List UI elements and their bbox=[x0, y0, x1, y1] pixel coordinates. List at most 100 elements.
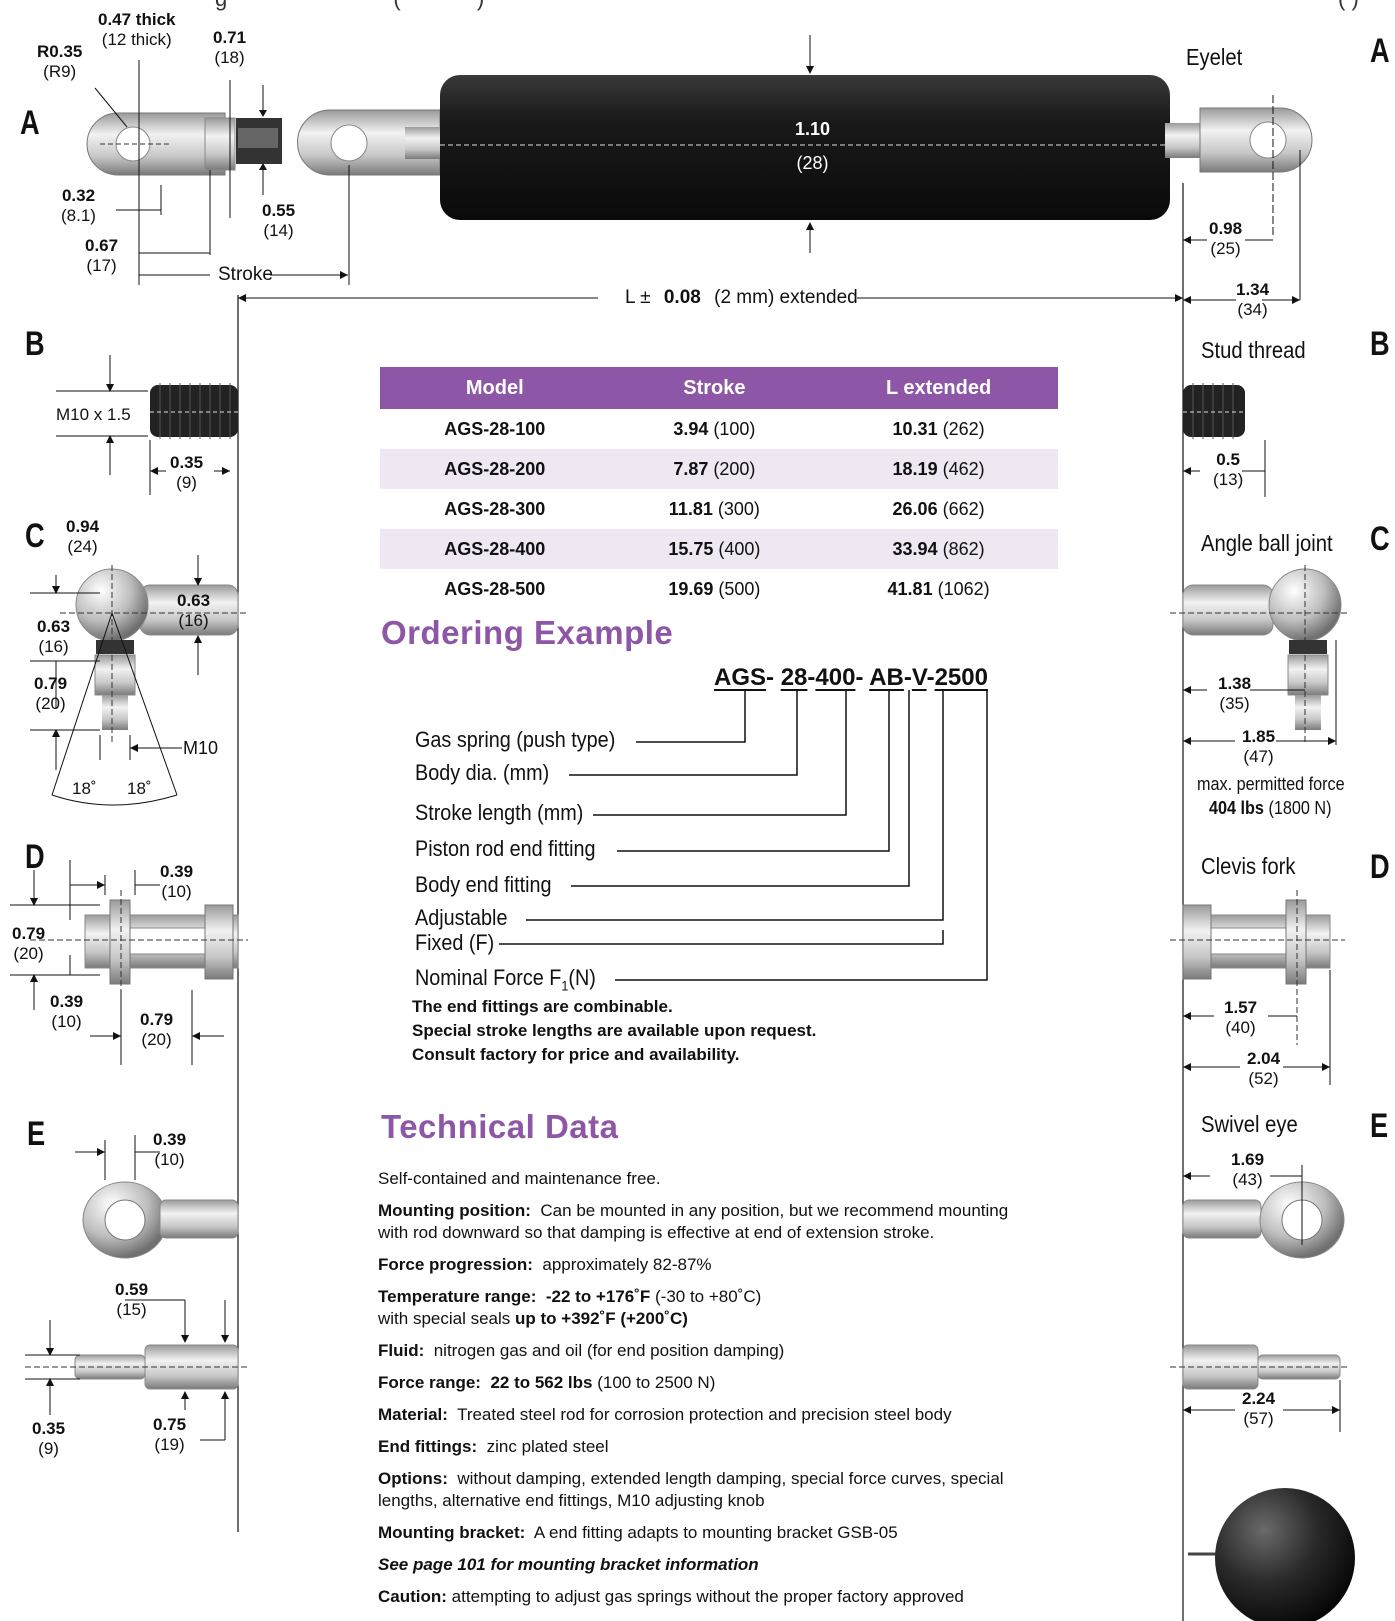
dim-e-035: 0.35(9) bbox=[32, 1419, 66, 1458]
cell-model: AGS-28-300 bbox=[444, 498, 546, 519]
section-letter-b-right: B bbox=[1370, 325, 1390, 363]
right-swivel-eye-drawing bbox=[1170, 1165, 1355, 1621]
cell-stroke: 7.87 (200) bbox=[609, 449, 820, 489]
code-segment: 28 bbox=[780, 664, 808, 691]
code-segment: V bbox=[911, 664, 927, 691]
dim-e-059: 0.59(15) bbox=[115, 1280, 149, 1319]
tech-fluid: Fluid: nitrogen gas and oil (for end pos… bbox=[378, 1341, 785, 1360]
ordering-example-heading: Ordering Example bbox=[381, 614, 674, 651]
max-force-label: max. permitted force bbox=[1197, 774, 1345, 794]
right-angle-ball-joint-drawing bbox=[1170, 565, 1350, 745]
note-line: Special stroke lengths are available upo… bbox=[412, 1021, 817, 1040]
tech-material: Material: Treated steel rod for corrosio… bbox=[378, 1405, 952, 1424]
dim-e-075: 0.75(19) bbox=[153, 1415, 187, 1454]
dim-c-079: 0.79(20) bbox=[34, 674, 68, 713]
ordering-notes: The end fittings are combinable. Special… bbox=[412, 995, 816, 1067]
cell-model: AGS-28-500 bbox=[444, 578, 546, 599]
dim-d-079-left: 0.79(20) bbox=[12, 924, 46, 963]
cell-l-extended: 18.19 (462) bbox=[819, 449, 1058, 489]
dim-067: 0.67(17) bbox=[85, 236, 119, 275]
header-cropped-text: g ( ) bbox=[215, 0, 484, 12]
order-label-adjustable: Adjustable bbox=[415, 905, 508, 930]
stroke-label: Stroke bbox=[218, 264, 273, 285]
dim-c-063-left: 0.63(16) bbox=[37, 617, 71, 656]
cell-l-extended: 33.94 (862) bbox=[819, 529, 1058, 569]
dim-b-035: 0.35(9) bbox=[170, 453, 204, 492]
left-swivel-eye-drawing bbox=[25, 1135, 248, 1441]
tech-force-progression: Force progression: approximately 82-87% bbox=[378, 1255, 712, 1274]
order-label-piston-rod-end: Piston rod end fitting bbox=[415, 836, 596, 861]
left-clevis-fork-drawing bbox=[10, 860, 248, 1065]
dim-e-169: 1.69(43) bbox=[1231, 1150, 1265, 1189]
cell-l-extended: 26.06 (662) bbox=[892, 498, 985, 519]
cell-stroke: 11.81 (300) bbox=[668, 498, 760, 519]
dim-071: 0.71(18) bbox=[213, 28, 247, 67]
section-letter-c-right: C bbox=[1370, 520, 1390, 558]
note-line: Consult factory for price and availabili… bbox=[412, 1045, 740, 1064]
gas-spring-body bbox=[238, 35, 1313, 304]
technical-data-body: Self-contained and maintenance free. Mou… bbox=[378, 1168, 1038, 1618]
tech-mounting-bracket: Mounting bracket: A end fitting adapts t… bbox=[378, 1523, 898, 1542]
table-row: AGS-28-400 15.75 (400) 33.94 (862) bbox=[380, 529, 1058, 569]
table-row: AGS-28-500 19.69 (500) 41.81 (1062) bbox=[380, 569, 1058, 609]
header-cropped-right: ( ) bbox=[1338, 0, 1359, 12]
dim-d-157: 1.57(40) bbox=[1224, 998, 1258, 1037]
order-label-stroke-length: Stroke length (mm) bbox=[415, 800, 584, 825]
dim-134: 1.34(34) bbox=[1236, 280, 1270, 319]
dim-d-079-bottom: 0.79(20) bbox=[140, 1010, 174, 1049]
thread-spec-label: M10 x 1.5 bbox=[56, 405, 131, 424]
dim-radius: R0.35(R9) bbox=[37, 42, 83, 81]
dim-c-185: 1.85(47) bbox=[1242, 727, 1276, 766]
section-letter-c-left: C bbox=[25, 517, 45, 555]
tech-see-page: See page 101 for mounting bracket inform… bbox=[378, 1555, 759, 1574]
cell-model: AGS-28-200 bbox=[380, 449, 610, 489]
dim-c-063-right: 0.63(16) bbox=[177, 591, 211, 630]
code-segment: 2500 bbox=[934, 664, 988, 691]
code-segment: AB bbox=[869, 664, 904, 691]
order-label-nominal-force: Nominal Force F1(N) bbox=[415, 965, 596, 994]
note-line: The end fittings are combinable. bbox=[412, 997, 673, 1016]
tech-end-fittings: End fittings: zinc plated steel bbox=[378, 1437, 609, 1456]
column-header-stroke: Stroke bbox=[609, 367, 820, 409]
cell-l-extended: 10.31 (262) bbox=[892, 418, 985, 439]
cell-stroke: 3.94 (100) bbox=[673, 418, 756, 439]
dim-032: 0.32(8.1) bbox=[61, 186, 96, 225]
ordering-code: AGS- 28-400- AB-V-2500 bbox=[714, 664, 988, 691]
header-fragment: ) bbox=[477, 0, 484, 11]
thread-m10-label: M10 bbox=[183, 738, 219, 758]
dim-055: 0.55(14) bbox=[262, 201, 296, 240]
dim-098: 0.98(25) bbox=[1209, 219, 1243, 258]
label-stud-thread: Stud thread bbox=[1201, 337, 1306, 363]
technical-data-heading: Technical Data bbox=[381, 1108, 619, 1145]
section-letter-e-left: E bbox=[27, 1115, 46, 1153]
code-segment: 400 bbox=[815, 664, 856, 691]
ordering-leader-lines bbox=[499, 690, 988, 981]
label-clevis-fork: Clevis fork bbox=[1201, 853, 1296, 879]
left-angle-ball-joint-drawing bbox=[30, 555, 248, 806]
cell-model: AGS-28-400 bbox=[380, 529, 610, 569]
section-letter-b-left: B bbox=[25, 325, 45, 363]
tech-force-range: Force range: 22 to 562 lbs (100 to 2500 … bbox=[378, 1373, 716, 1392]
dim-length-extended: L ± 0.08 (2 mm) extended bbox=[625, 287, 858, 308]
table-header-row: Model Stroke L extended bbox=[380, 367, 1058, 409]
cell-stroke: 15.75 (400) bbox=[609, 529, 820, 569]
order-label-gas-spring: Gas spring (push type) bbox=[415, 727, 616, 752]
cell-model: AGS-28-100 bbox=[444, 418, 546, 439]
dim-c-138: 1.38(35) bbox=[1218, 674, 1252, 713]
header-fragment: g bbox=[215, 0, 227, 11]
dim-e-224: 2.24(57) bbox=[1242, 1389, 1276, 1428]
label-eyelet: Eyelet bbox=[1186, 44, 1243, 70]
right-stud-thread-drawing bbox=[1183, 383, 1266, 497]
dim-b-05: 0.5(13) bbox=[1213, 450, 1244, 489]
label-angle-ball-joint: Angle ball joint bbox=[1201, 530, 1333, 556]
tech-caution: Caution: attempting to adjust gas spring… bbox=[378, 1587, 964, 1606]
order-label-fixed: Fixed (F) bbox=[415, 930, 495, 955]
table-row: AGS-28-200 7.87 (200) 18.19 (462) bbox=[380, 449, 1058, 489]
dim-body-diameter: 1.10(28) bbox=[795, 119, 831, 173]
left-stud-thread-drawing bbox=[56, 355, 240, 495]
right-clevis-fork-drawing bbox=[1170, 890, 1345, 1085]
dim-thickness: 0.47 thick(12 thick) bbox=[98, 10, 176, 49]
table-row: AGS-28-300 11.81 (300) 26.06 (662) bbox=[380, 489, 1058, 529]
dim-c-094: 0.94(24) bbox=[66, 517, 100, 556]
